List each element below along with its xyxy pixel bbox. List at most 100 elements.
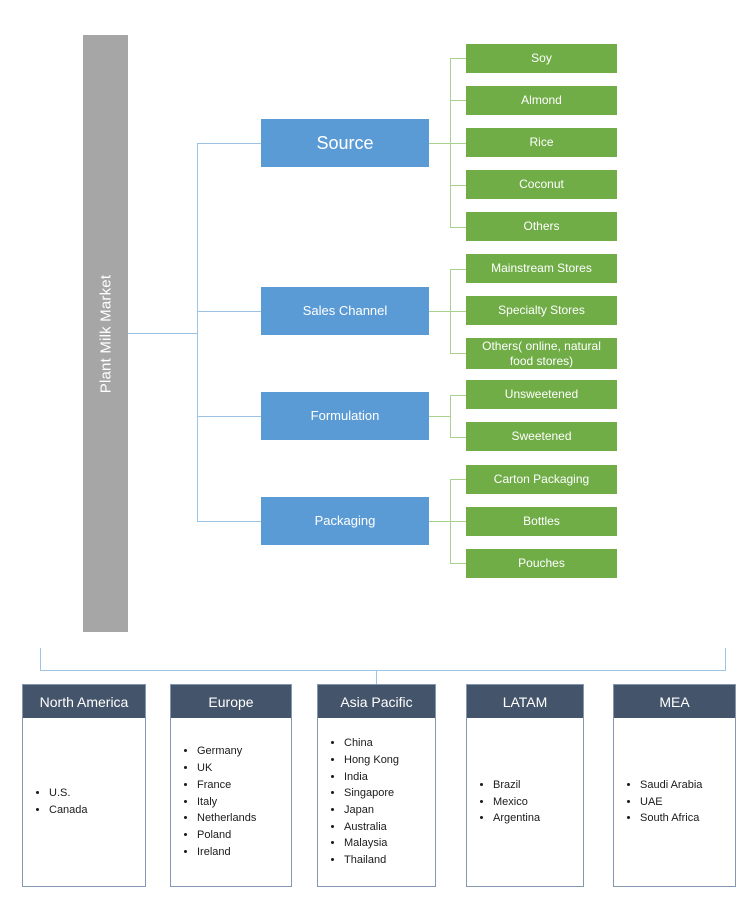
list-item: Australia [344,819,399,836]
subcategory-box-others-source[interactable]: Others [466,212,617,241]
region-title: North America [23,685,145,718]
subcategory-box-others-sales[interactable]: Others( online, natural food stores) [466,338,617,369]
subcategory-box-unsweetened[interactable]: Unsweetened [466,380,617,409]
category-box-formulation[interactable]: Formulation [261,392,429,440]
list-item: Canada [49,802,88,819]
connector-region-bus-left [40,648,41,671]
list-item: Germany [197,743,256,760]
subcategory-label: Soy [531,51,552,66]
subcategory-label: Bottles [523,514,560,529]
region-title: MEA [614,685,735,718]
category-box-source[interactable]: Source [261,119,429,167]
category-label: Formulation [310,407,380,423]
list-item: Japan [344,802,399,819]
subcategory-label: Specialty Stores [498,303,585,318]
list-item: Argentina [493,810,540,827]
subcategory-box-almond[interactable]: Almond [466,86,617,115]
connector-green-soy [450,58,467,59]
category-label: Source [316,132,374,153]
list-item: Thailand [344,852,399,869]
connector-green-trunk-formulation [450,395,451,437]
region-card-asia-pacific[interactable]: Asia Pacific China Hong Kong India Singa… [317,684,436,887]
list-item: France [197,777,256,794]
connector-to-formulation [197,416,261,417]
subcategory-box-soy[interactable]: Soy [466,44,617,73]
connector-green-rice [450,143,467,144]
connector-root-stub [128,333,198,334]
subcategory-label: Others( online, natural food stores) [482,339,601,368]
list-item: India [344,769,399,786]
region-card-latam[interactable]: LATAM Brazil Mexico Argentina [466,684,584,887]
subcategory-box-pouches[interactable]: Pouches [466,549,617,578]
region-body: Germany UK France Italy Netherlands Pola… [171,718,291,886]
list-item: Brazil [493,777,540,794]
connector-green-specialty-stores [450,311,467,312]
connector-green-almond [450,100,467,101]
region-country-list: China Hong Kong India Singapore Japan Au… [328,735,399,869]
region-body: Saudi Arabia UAE South Africa [614,718,735,886]
connector-sales-channel-to-group [429,311,451,312]
list-item: U.S. [49,785,88,802]
connector-to-source [197,143,261,144]
list-item: China [344,735,399,752]
connector-green-others-sales [450,353,467,354]
region-country-list: Germany UK France Italy Netherlands Pola… [181,743,256,860]
subcategory-label: Rice [529,135,554,150]
subcategory-box-rice[interactable]: Rice [466,128,617,157]
list-item: Singapore [344,785,399,802]
connector-green-bottles [450,521,467,522]
subcategory-box-sweetened[interactable]: Sweetened [466,422,617,451]
connector-green-coconut [450,185,467,186]
region-country-list: Saudi Arabia UAE South Africa [624,777,702,827]
connector-green-mainstream-stores [450,269,467,270]
subcategory-label: Unsweetened [504,387,579,402]
list-item: UAE [640,794,702,811]
connector-blue-trunk [197,143,198,521]
region-body: China Hong Kong India Singapore Japan Au… [318,718,435,886]
list-item: Netherlands [197,810,256,827]
subcategory-label: Pouches [518,556,565,571]
subcategory-label: Others [523,219,560,234]
connector-formulation-to-group [429,416,451,417]
connector-to-packaging [197,521,261,522]
region-title: LATAM [467,685,583,718]
region-card-north-america[interactable]: North America U.S. Canada [22,684,146,887]
category-box-sales-channel[interactable]: Sales Channel [261,287,429,335]
root-market-bar: Plant Milk Market [83,35,128,632]
subcategory-label: Carton Packaging [493,472,590,487]
region-body: U.S. Canada [23,718,145,886]
list-item: Saudi Arabia [640,777,702,794]
subcategory-label: Coconut [519,177,564,192]
subcategory-label: Mainstream Stores [491,261,592,276]
region-country-list: U.S. Canada [33,785,88,818]
root-market-label: Plant Milk Market [97,274,114,393]
region-card-europe[interactable]: Europe Germany UK France Italy Netherlan… [170,684,292,887]
subcategory-box-mainstream-stores[interactable]: Mainstream Stores [466,254,617,283]
connector-to-sales-channel [197,311,261,312]
subcategory-box-specialty-stores[interactable]: Specialty Stores [466,296,617,325]
connector-green-others-source [450,227,467,228]
subcategory-box-coconut[interactable]: Coconut [466,170,617,199]
region-title: Europe [171,685,291,718]
subcategory-label: Sweetened [511,429,572,444]
connector-region-asia-pacific-drop [376,670,377,685]
list-item: Hong Kong [344,752,399,769]
region-country-list: Brazil Mexico Argentina [477,777,540,827]
category-box-packaging[interactable]: Packaging [261,497,429,545]
list-item: Malaysia [344,835,399,852]
connector-packaging-to-group [429,521,451,522]
region-title: Asia Pacific [318,685,435,718]
connector-green-unsweetened [450,395,467,396]
list-item: Ireland [197,844,256,861]
list-item: Italy [197,794,256,811]
subcategory-box-carton-packaging[interactable]: Carton Packaging [466,465,617,494]
region-body: Brazil Mexico Argentina [467,718,583,886]
region-card-mea[interactable]: MEA Saudi Arabia UAE South Africa [613,684,736,887]
subcategory-label: Almond [521,93,562,108]
connector-green-sweetened [450,437,467,438]
list-item: Poland [197,827,256,844]
connector-green-carton-packaging [450,479,467,480]
connector-green-pouches [450,563,467,564]
subcategory-box-bottles[interactable]: Bottles [466,507,617,536]
